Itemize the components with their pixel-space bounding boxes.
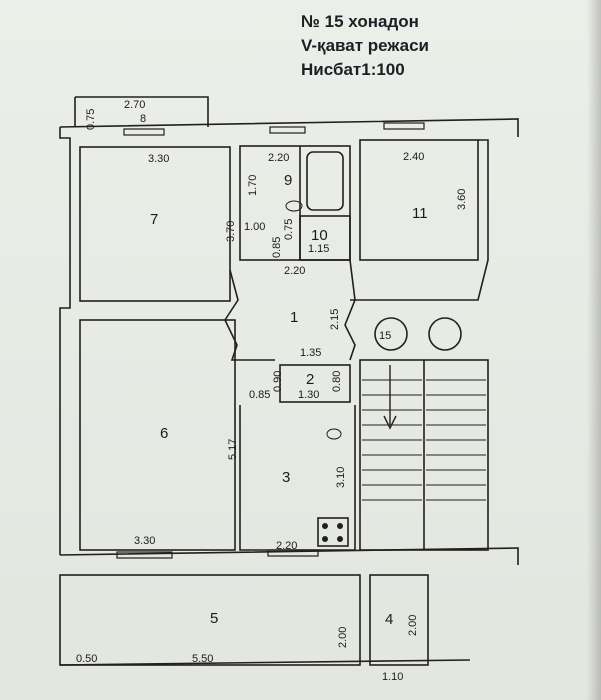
walls	[59, 96, 519, 666]
dim-room11-width: 2.40	[403, 151, 424, 163]
stair-direction-arrow	[383, 365, 397, 430]
stair-treads	[362, 379, 486, 501]
stair-blank-circle	[428, 317, 462, 351]
dim-corridor-height: 2.15	[329, 309, 341, 330]
scale-label: Нисбат1:100	[301, 60, 405, 79]
dim-door-85: 0.85	[249, 389, 270, 401]
dim-balcony5-depth: 2.00	[337, 627, 349, 648]
dim-room4-width: 1.10	[382, 671, 403, 683]
room-label-1: 1	[290, 309, 298, 326]
dim-room7-height: 3.70	[225, 221, 237, 242]
dim-door-085: 0.85	[271, 237, 283, 258]
stove-burners	[322, 523, 343, 542]
room-label-6: 6	[160, 425, 168, 442]
dim-closet-inner-width: 1.30	[298, 389, 319, 401]
dim-closet-door: 0.90	[272, 371, 284, 392]
room-label-2: 2	[306, 371, 314, 388]
dim-balcony-depth: 0.75	[85, 109, 97, 130]
dim-wc-depth: 0.75	[283, 219, 295, 240]
dim-balcony-offset: 0.50	[76, 653, 97, 665]
room-label-8: 8	[140, 113, 146, 125]
dim-closet-width: 1.35	[300, 347, 321, 359]
dim-room11-height: 3.60	[456, 189, 468, 210]
dim-bath-height: 1.70	[247, 175, 259, 196]
dim-balcony5-length: 5.50	[192, 653, 213, 665]
dim-kitchen-height: 3.10	[335, 467, 347, 488]
dim-door-width: 1.00	[244, 221, 265, 233]
windows	[116, 122, 425, 559]
apartment-number-title: № 15 хонадон	[301, 12, 419, 31]
room-label-5: 5	[210, 610, 218, 627]
dim-wc-width: 1.15	[308, 243, 329, 255]
room-label-11: 11	[412, 205, 428, 222]
dim-bath-width: 2.20	[268, 152, 289, 164]
stair-number-circle	[374, 317, 408, 351]
dim-kitchen-width: 2.20	[276, 540, 297, 552]
dim-room6-width: 3.30	[134, 535, 155, 547]
sink-fixture	[326, 428, 342, 440]
sheet-edge-shadow	[587, 0, 601, 700]
dim-room7-width: 3.30	[148, 153, 169, 165]
room-label-4: 4	[385, 611, 393, 628]
floor-plan-title: V-қават режаси	[301, 36, 429, 55]
dim-room4-depth: 2.00	[407, 615, 419, 636]
dim-corridor-width: 2.20	[284, 265, 305, 277]
dim-balcony-width: 2.70	[124, 99, 145, 111]
room-label-9: 9	[284, 172, 292, 189]
toilet-fixture	[285, 200, 303, 212]
room-label-10: 10	[311, 227, 328, 244]
stair-number-label: 15	[379, 330, 391, 342]
dim-closet-depth: 0.80	[331, 371, 343, 392]
room-label-3: 3	[282, 469, 290, 486]
dim-room6-height: 5.17	[227, 439, 239, 460]
room-label-7: 7	[150, 211, 158, 228]
